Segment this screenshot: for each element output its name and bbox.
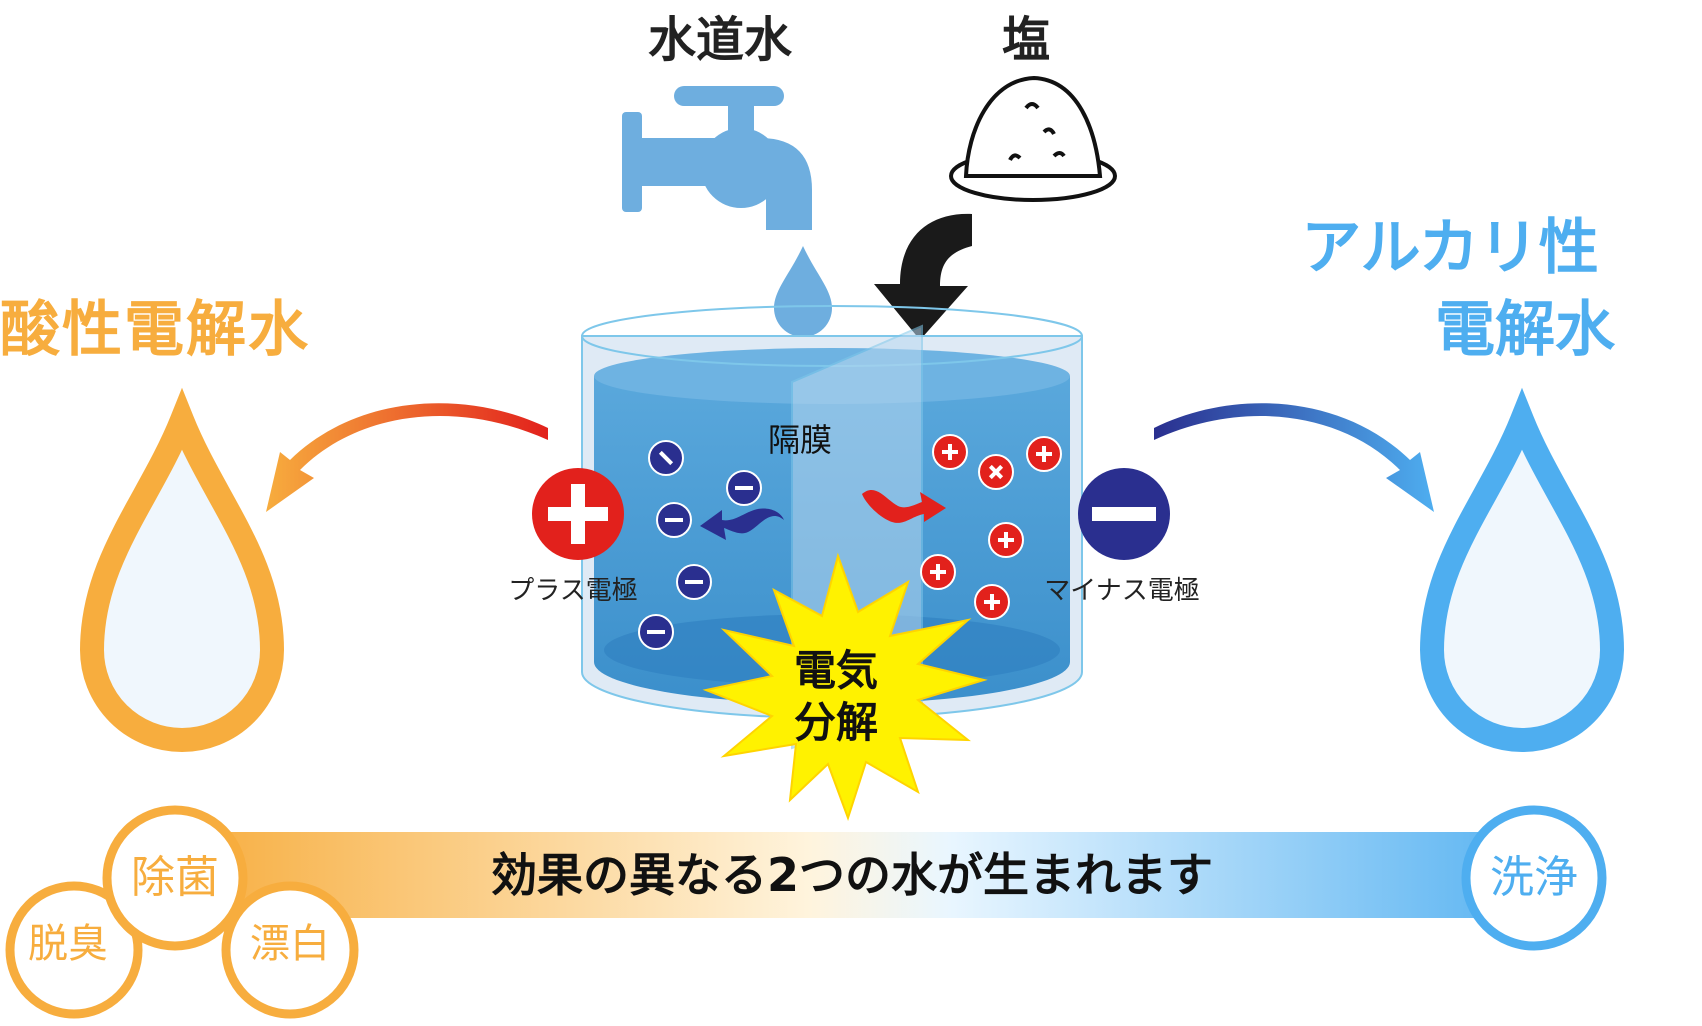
minus-electrode-icon <box>1078 468 1170 560</box>
anion <box>656 502 692 538</box>
bleach-label: 漂白 <box>250 921 330 967</box>
acid-arrow <box>266 403 548 512</box>
cation <box>978 454 1014 490</box>
cations <box>920 434 1062 620</box>
acid-drop-icon <box>79 387 285 752</box>
banner-bar <box>180 832 1580 918</box>
electrolysis-burst <box>702 552 988 822</box>
alkaline-drop-icon <box>1419 387 1625 752</box>
salt-pile-icon <box>949 75 1117 202</box>
membrane-label: 隔膜 <box>767 421 833 459</box>
anion <box>726 470 762 506</box>
tap-water-label: 水道水 <box>647 12 793 68</box>
faucet-icon <box>622 86 812 230</box>
salt-arrow <box>874 213 972 340</box>
alkaline-arrow <box>1154 403 1434 512</box>
anions <box>638 440 762 650</box>
anion <box>676 564 712 600</box>
alkaline-water-title-line1: アルカリ性 <box>1301 213 1599 283</box>
minus-electrode-label: マイナス電極 <box>1044 576 1200 606</box>
acidic-water-title: 酸性電解水 <box>0 295 310 365</box>
cation <box>920 554 956 590</box>
bleach-circle <box>221 881 359 1019</box>
deodorize-label: 脱臭 <box>28 921 108 967</box>
water-drop-icon <box>774 246 832 337</box>
banner-text: 効果の異なる2つの水が生まれます <box>490 848 1214 902</box>
plus-electrode-icon <box>532 468 624 560</box>
cation <box>1026 436 1062 472</box>
cation-move-arrow <box>862 489 946 523</box>
deodorize-circle <box>5 881 143 1019</box>
anion <box>648 440 684 476</box>
sterilize-label: 除菌 <box>131 852 219 903</box>
cation <box>988 522 1024 558</box>
alkaline-water-title-line2: 電解水 <box>1435 295 1615 365</box>
electrolysis-label-line2: 分解 <box>793 698 879 747</box>
anion-move-arrow <box>700 508 784 540</box>
cation <box>974 584 1010 620</box>
electrolysis-label-line1: 電気 <box>793 646 879 695</box>
cleaning-label: 洗浄 <box>1490 852 1578 903</box>
cleaning-circle <box>1461 805 1607 951</box>
salt-label: 塩 <box>1001 12 1051 68</box>
plus-electrode-label: プラス電極 <box>508 576 638 606</box>
cation <box>932 434 968 470</box>
sterilize-circle <box>102 805 248 951</box>
anion <box>638 614 674 650</box>
